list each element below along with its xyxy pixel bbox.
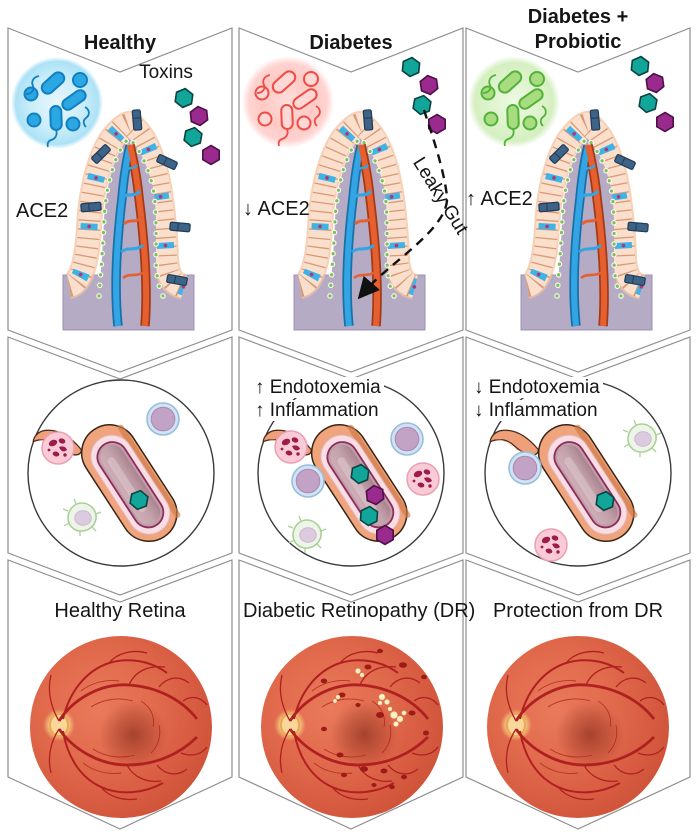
column-title-healthy: Healthy [83, 32, 157, 54]
inflammation-label-diabetes: ↑ Inflammation [252, 400, 382, 422]
endotoxemia-label-diabetes: ↑ Endotoxemia [252, 377, 384, 399]
toxin-hexagons-diabetes [401, 55, 447, 135]
column-title-diabetes: Diabetes [309, 32, 393, 54]
toxins-label: Toxins [139, 62, 193, 83]
ace2-label-healthy: ACE2 [16, 200, 69, 222]
fundus-diabetic-retinopathy [261, 636, 443, 818]
retina-label-probiotic: Protection from DR [492, 600, 664, 622]
villus-diabetes [294, 109, 425, 330]
retina-label-healthy: Healthy Retina [54, 600, 186, 622]
ace2-receptors-diabetes [362, 109, 374, 131]
microbiome-healthy [11, 57, 103, 149]
microbiome-diabetes [242, 56, 334, 148]
column-title-probiotic: Diabetes + Probiotic [527, 6, 629, 53]
ace2-label-probiotic: ↑ ACE2 [466, 188, 533, 210]
inflammation-label-probiotic: ↓ Inflammation [471, 400, 601, 422]
villus-healthy [63, 109, 194, 330]
fundus-healthy [30, 636, 212, 818]
fundus-protected [487, 636, 669, 818]
endotoxemia-label-probiotic: ↓ Endotoxemia [471, 377, 603, 399]
toxin-hexagons-probiotic [630, 54, 675, 133]
toxin-hexagons-healthy [173, 86, 220, 166]
circulation-healthy [27, 379, 215, 570]
ace2-label-diabetes: ↓ ACE2 [243, 198, 310, 220]
retina-label-diabetes: Diabetic Retinopathy (DR) [243, 600, 476, 622]
villus-probiotic [521, 109, 652, 330]
microbiome-probiotic [468, 56, 560, 148]
